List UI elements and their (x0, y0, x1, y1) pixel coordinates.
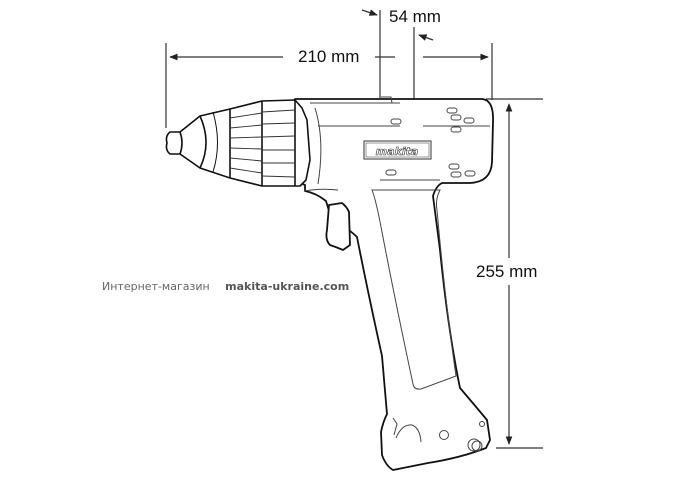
housing-details (303, 96, 490, 452)
width-dimension-label: 54 mm (389, 7, 441, 26)
dimension-255-lines (486, 98, 543, 449)
watermark-site-link: makita-ukraine.com (225, 280, 350, 293)
svg-text:makita: makita (376, 145, 419, 158)
height-dimension-label: 255 mm (476, 262, 538, 282)
watermark: Интернет-магазин makita-ukraine.com (102, 280, 349, 293)
makita-logo-badge: makita (363, 140, 432, 160)
chuck-ribs (229, 109, 296, 178)
vent-slots (385, 107, 476, 178)
length-dimension-label: 210 mm (298, 47, 360, 67)
chuck (165, 99, 311, 187)
watermark-prefix: Интернет-магазин (102, 280, 210, 293)
dimension-210-lines (165, 43, 493, 128)
